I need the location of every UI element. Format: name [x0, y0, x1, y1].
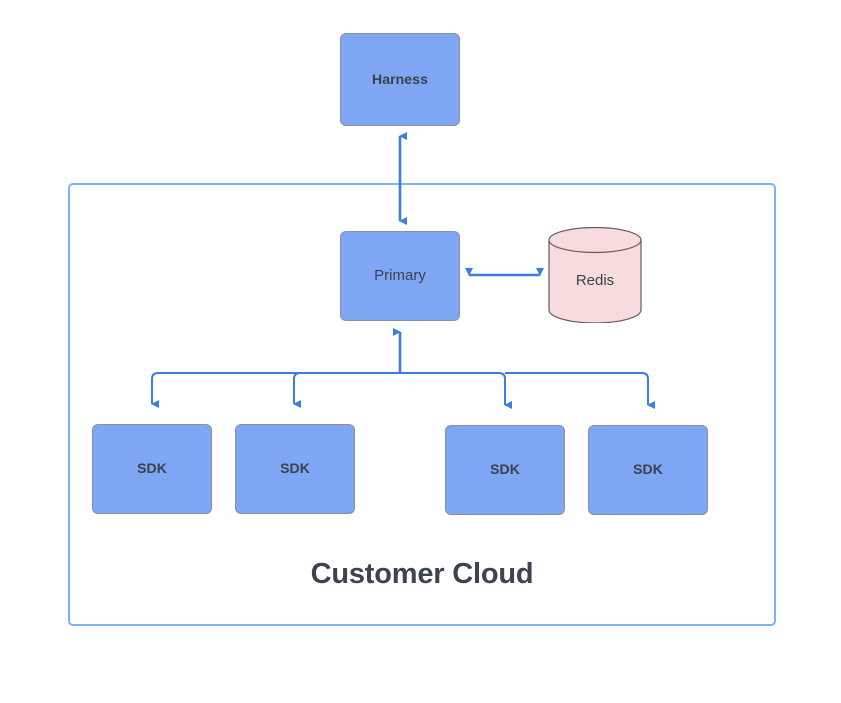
node-harness[interactable]: Harness	[340, 33, 460, 126]
node-primary-label: Primary	[374, 266, 426, 284]
customer-cloud-group[interactable]	[68, 183, 776, 626]
cylinder-icon	[548, 227, 642, 323]
node-sdk-3-label: SDK	[490, 461, 520, 478]
node-sdk-4[interactable]: SDK	[588, 425, 708, 515]
node-redis-label: Redis	[575, 271, 615, 289]
node-sdk-1[interactable]: SDK	[92, 424, 212, 514]
node-sdk-2-label: SDK	[280, 460, 310, 477]
node-primary[interactable]: Primary	[340, 231, 460, 321]
node-harness-label: Harness	[372, 70, 428, 87]
node-sdk-4-label: SDK	[633, 461, 663, 478]
node-sdk-2[interactable]: SDK	[235, 424, 355, 514]
node-sdk-3[interactable]: SDK	[445, 425, 565, 515]
customer-cloud-title: Customer Cloud	[310, 558, 534, 590]
node-sdk-1-label: SDK	[137, 460, 167, 477]
node-redis-datastore[interactable]: Redis	[548, 227, 642, 323]
